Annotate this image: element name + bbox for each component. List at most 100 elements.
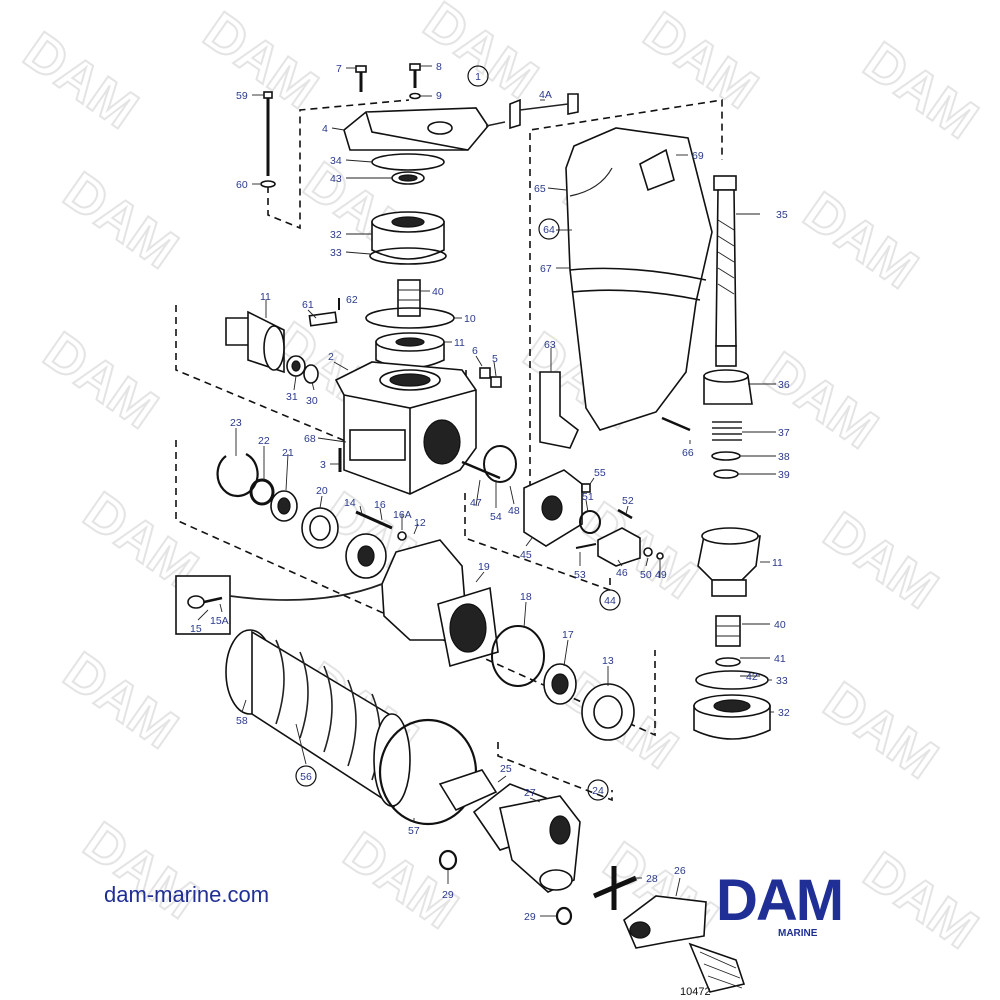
callout-42: 42 [746,671,758,683]
callout-40-top: 40 [432,286,444,298]
callout-64: 64 [543,224,555,236]
callout-60: 60 [236,179,248,191]
drive-shaft-group [438,769,746,993]
callout-38: 38 [778,451,790,463]
watermark-text: DAM [193,1,328,121]
callout-46: 46 [616,567,628,579]
callout-27: 27 [524,787,536,799]
callout-26: 26 [674,865,686,877]
callout-32-bottom: 32 [778,707,790,719]
callout-6: 6 [472,345,478,357]
callout-35: 35 [776,209,788,221]
callout-12: 12 [414,517,426,529]
callout-16: 16 [374,499,386,511]
watermark-text: DAM [813,501,948,621]
callout-61: 61 [302,299,314,311]
callout-68: 68 [304,433,316,445]
callout-20: 20 [316,485,328,497]
callout-32-top: 32 [330,229,342,241]
watermark-text: DAM [53,641,188,761]
website-link[interactable]: dam-marine.com [104,882,270,907]
callout-8: 8 [436,61,442,73]
callout-51: 51 [582,491,594,503]
callout-25: 25 [500,763,512,775]
callout-66: 66 [682,447,694,459]
callout-29-left: 29 [442,889,454,901]
callout-15a: 15A [210,615,229,627]
watermark-text: DAM [813,671,948,791]
callout-36: 36 [778,379,790,391]
callout-10: 10 [464,313,476,325]
leader-lines [197,65,776,917]
watermark-text: DAM [53,161,188,281]
callout-67: 67 [540,263,552,275]
callout-48: 48 [508,505,520,517]
callout-41: 41 [774,653,786,665]
callout-4: 4 [322,123,328,135]
callout-62: 62 [346,294,358,306]
logo-wordmark: DAM [716,868,844,933]
callout-19: 19 [478,561,490,573]
callout-15: 15 [190,623,202,635]
watermark-text: DAM [853,31,988,151]
callout-4a: 4A [539,89,552,101]
callout-40-bottom: 40 [774,619,786,631]
callout-54: 54 [490,511,502,523]
callout-9: 9 [436,90,442,102]
callout-13: 13 [602,655,614,667]
brand-logo: DAM MARINE [716,872,896,942]
callout-labels: 1 59 60 7 8 9 4 4A 34 43 32 33 69 65 64 … [190,61,790,923]
callout-30: 30 [306,395,318,407]
callout-16a: 16A [393,509,412,521]
watermark-text: DAM [33,321,168,441]
callout-3: 3 [320,459,326,471]
callout-7: 7 [336,63,342,75]
watermark-text: DAM [633,1,768,121]
callout-28: 28 [646,873,658,885]
upper-gear-housing [539,127,713,449]
callout-50: 50 [640,569,652,581]
callout-11-left: 11 [260,291,271,303]
main-housing [334,361,502,495]
callout-45: 45 [520,549,532,561]
callout-59: 59 [236,90,248,102]
callout-33-bottom: 33 [776,675,788,687]
horizontal-input-assembly [175,453,635,741]
callout-11-right: 11 [772,557,783,569]
callout-2: 2 [328,351,334,363]
left-bevel-gear [225,310,319,384]
callout-18: 18 [520,591,532,603]
figure-number: 10472 [680,986,711,998]
callout-23: 23 [230,417,242,429]
callout-21: 21 [282,447,294,459]
watermark-text: DAM [13,21,148,141]
callout-24: 24 [592,785,604,797]
callout-47: 47 [470,497,482,509]
callout-44: 44 [604,595,616,607]
callout-22: 22 [258,435,270,447]
callout-58: 58 [236,715,248,727]
watermark-text: DAM [73,811,208,931]
callout-63: 63 [544,339,556,351]
callout-39: 39 [778,469,790,481]
watermark-text: DAM [793,181,928,301]
callout-55: 55 [594,467,606,479]
callout-1: 1 [475,71,481,83]
callout-53: 53 [574,569,586,581]
shift-mechanism [461,445,664,567]
watermark-text: DAM [753,341,888,461]
bellows-group [225,629,478,826]
callout-11-mid: 11 [454,337,465,349]
callout-34: 34 [330,155,342,167]
callout-14: 14 [344,497,356,509]
callout-69: 69 [692,150,704,162]
callout-17: 17 [562,629,574,641]
callout-5: 5 [492,353,498,365]
upper-gear-stack [308,279,455,369]
callout-43: 43 [330,173,342,185]
callout-57: 57 [408,825,420,837]
callout-65: 65 [534,183,546,195]
callout-31: 31 [286,391,298,403]
